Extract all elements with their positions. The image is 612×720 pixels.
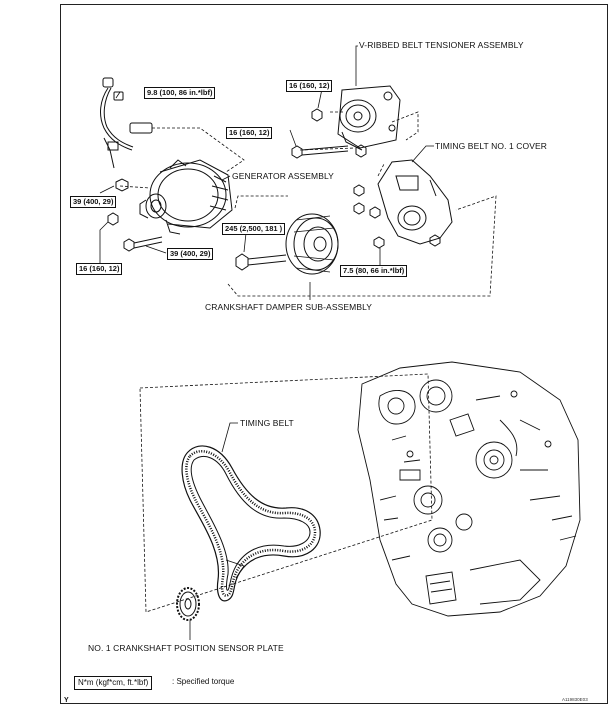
engine-block xyxy=(357,361,581,617)
label-timing-belt: TIMING BELT xyxy=(240,418,294,428)
torque-16-top: 16 (160, 12) xyxy=(286,80,333,92)
crankshaft-sensor-plate xyxy=(176,587,200,621)
reference-code: A119830E03 xyxy=(562,697,588,702)
torque-9-8: 9.8 (100, 86 in.*lbf) xyxy=(144,87,216,99)
tensioner-bolts xyxy=(291,108,367,159)
diagram-frame xyxy=(60,4,608,704)
generator-bolts xyxy=(107,178,163,252)
label-sensor-plate: NO. 1 CRANKSHAFT POSITION SENSOR PLATE xyxy=(88,643,284,653)
legend-text: : Specified torque xyxy=(172,677,235,686)
damper-bolt xyxy=(235,253,287,271)
wire-harness xyxy=(100,77,153,169)
cover-bolts xyxy=(353,184,441,249)
label-generator-assembly: GENERATOR ASSEMBLY xyxy=(232,171,334,181)
timing-belt xyxy=(181,445,321,602)
label-crankshaft-damper: CRANKSHAFT DAMPER SUB-ASSEMBLY xyxy=(205,302,373,312)
label-timing-belt-cover: TIMING BELT NO. 1 COVER xyxy=(435,141,548,151)
legend-unit-box: N*m (kgf*cm, ft.*lbf) xyxy=(74,676,153,690)
crankshaft-damper xyxy=(285,213,339,275)
corner-mark: Y xyxy=(64,697,69,704)
torque-245: 245 (2,500, 181 ) xyxy=(222,223,286,235)
label-tensioner-assembly: V-RIBBED BELT TENSIONER ASSEMBLY xyxy=(359,40,524,50)
torque-39-bottom: 39 (400, 29) xyxy=(167,248,214,260)
torque-16-bolt: 16 (160, 12) xyxy=(226,127,273,139)
torque-16-bottom: 16 (160, 12) xyxy=(76,263,123,275)
generator-assembly xyxy=(139,159,233,235)
tensioner-assembly xyxy=(337,85,401,151)
torque-39-left: 39 (400, 29) xyxy=(70,196,117,208)
leader-lines xyxy=(99,45,434,640)
torque-7-5: 7.5 (80, 66 in.*lbf) xyxy=(340,265,408,277)
timing-belt-cover xyxy=(377,159,453,245)
